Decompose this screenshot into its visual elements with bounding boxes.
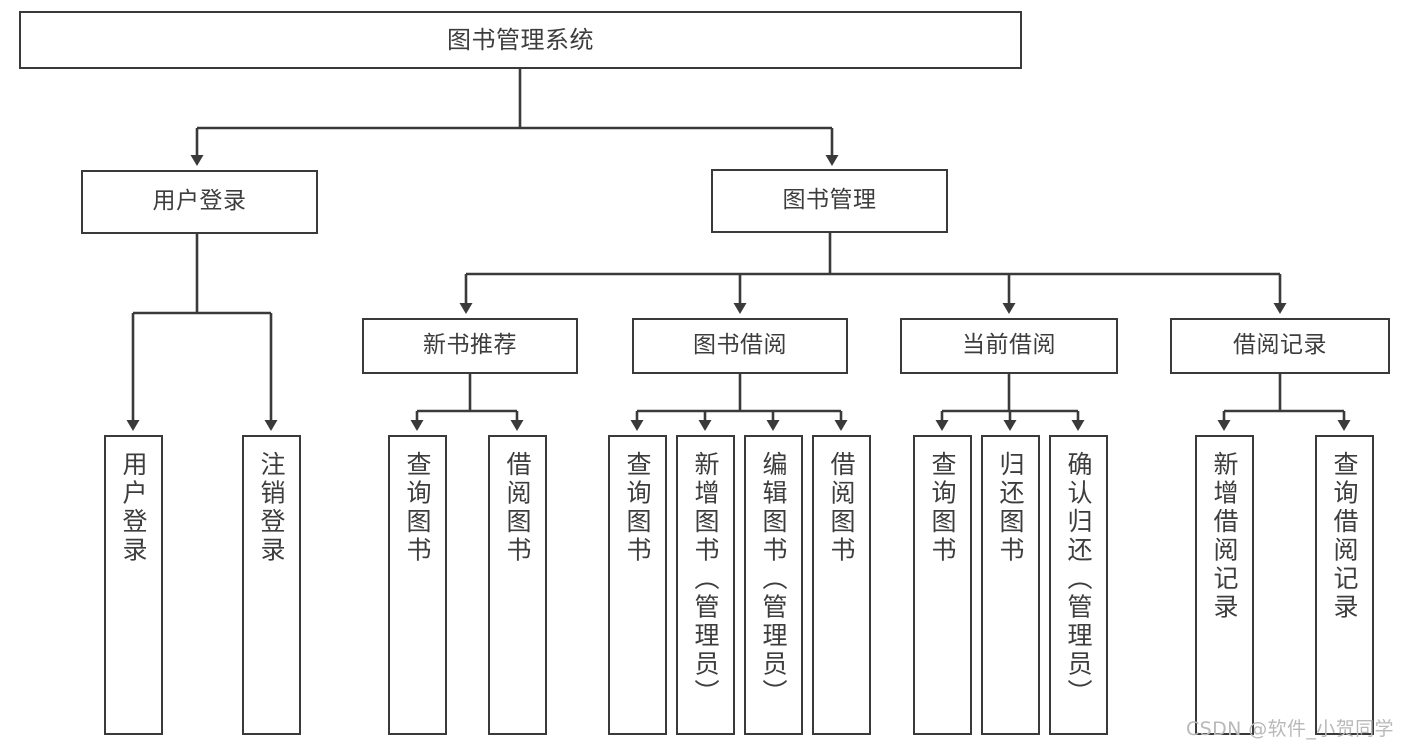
node-label: 图书管理系统 <box>447 25 594 54</box>
node-new-book-recommendation[interactable]: 新书推荐 <box>362 318 578 374</box>
node-label: 查询借阅记录 <box>1330 451 1359 622</box>
leaf-user-login[interactable]: 用户登录 <box>104 435 163 735</box>
csdn-watermark: CSDN @软件_小贺同学 <box>1186 718 1394 740</box>
node-label: 借阅图书 <box>827 451 856 565</box>
node-label: 归还图书 <box>996 451 1025 565</box>
leaf-logout[interactable]: 注销登录 <box>242 435 301 735</box>
leaf-add-borrow-record[interactable]: 新增借阅记录 <box>1195 435 1254 735</box>
node-label: 新增图书（管理员） <box>691 451 720 708</box>
leaf-borrow-book-2[interactable]: 借阅图书 <box>812 435 871 735</box>
node-root-book-management-system[interactable]: 图书管理系统 <box>19 11 1022 69</box>
node-book-borrow[interactable]: 图书借阅 <box>632 318 848 374</box>
node-label: 借阅记录 <box>1233 332 1327 359</box>
node-label: 新书推荐 <box>423 332 517 359</box>
node-label: 当前借阅 <box>962 332 1056 359</box>
node-label: 查询图书 <box>403 451 432 565</box>
node-borrow-record[interactable]: 借阅记录 <box>1170 318 1390 374</box>
leaf-return-book[interactable]: 归还图书 <box>981 435 1040 735</box>
node-book-management[interactable]: 图书管理 <box>711 169 948 233</box>
node-label: 注销登录 <box>257 451 286 565</box>
leaf-borrow-book-1[interactable]: 借阅图书 <box>488 435 547 735</box>
node-label: 编辑图书（管理员） <box>759 451 788 708</box>
node-user-login[interactable]: 用户登录 <box>81 170 318 234</box>
node-current-borrow[interactable]: 当前借阅 <box>900 318 1118 374</box>
node-label: 查询图书 <box>928 451 957 565</box>
node-label: 用户登录 <box>119 451 148 565</box>
leaf-query-book-2[interactable]: 查询图书 <box>608 435 667 735</box>
node-label: 新增借阅记录 <box>1210 451 1239 622</box>
leaf-confirm-return-admin[interactable]: 确认归还（管理员） <box>1049 435 1108 735</box>
node-label: 图书借阅 <box>693 332 787 359</box>
node-label: 借阅图书 <box>503 451 532 565</box>
leaf-add-book-admin[interactable]: 新增图书（管理员） <box>676 435 735 735</box>
node-label: 用户登录 <box>152 188 247 215</box>
leaf-query-borrow-record[interactable]: 查询借阅记录 <box>1315 435 1374 735</box>
node-label: 图书管理 <box>782 187 877 214</box>
leaf-edit-book-admin[interactable]: 编辑图书（管理员） <box>744 435 803 735</box>
leaf-query-book-1[interactable]: 查询图书 <box>388 435 447 735</box>
node-label: 确认归还（管理员） <box>1064 451 1093 708</box>
node-label: 查询图书 <box>623 451 652 565</box>
leaf-query-book-3[interactable]: 查询图书 <box>913 435 972 735</box>
